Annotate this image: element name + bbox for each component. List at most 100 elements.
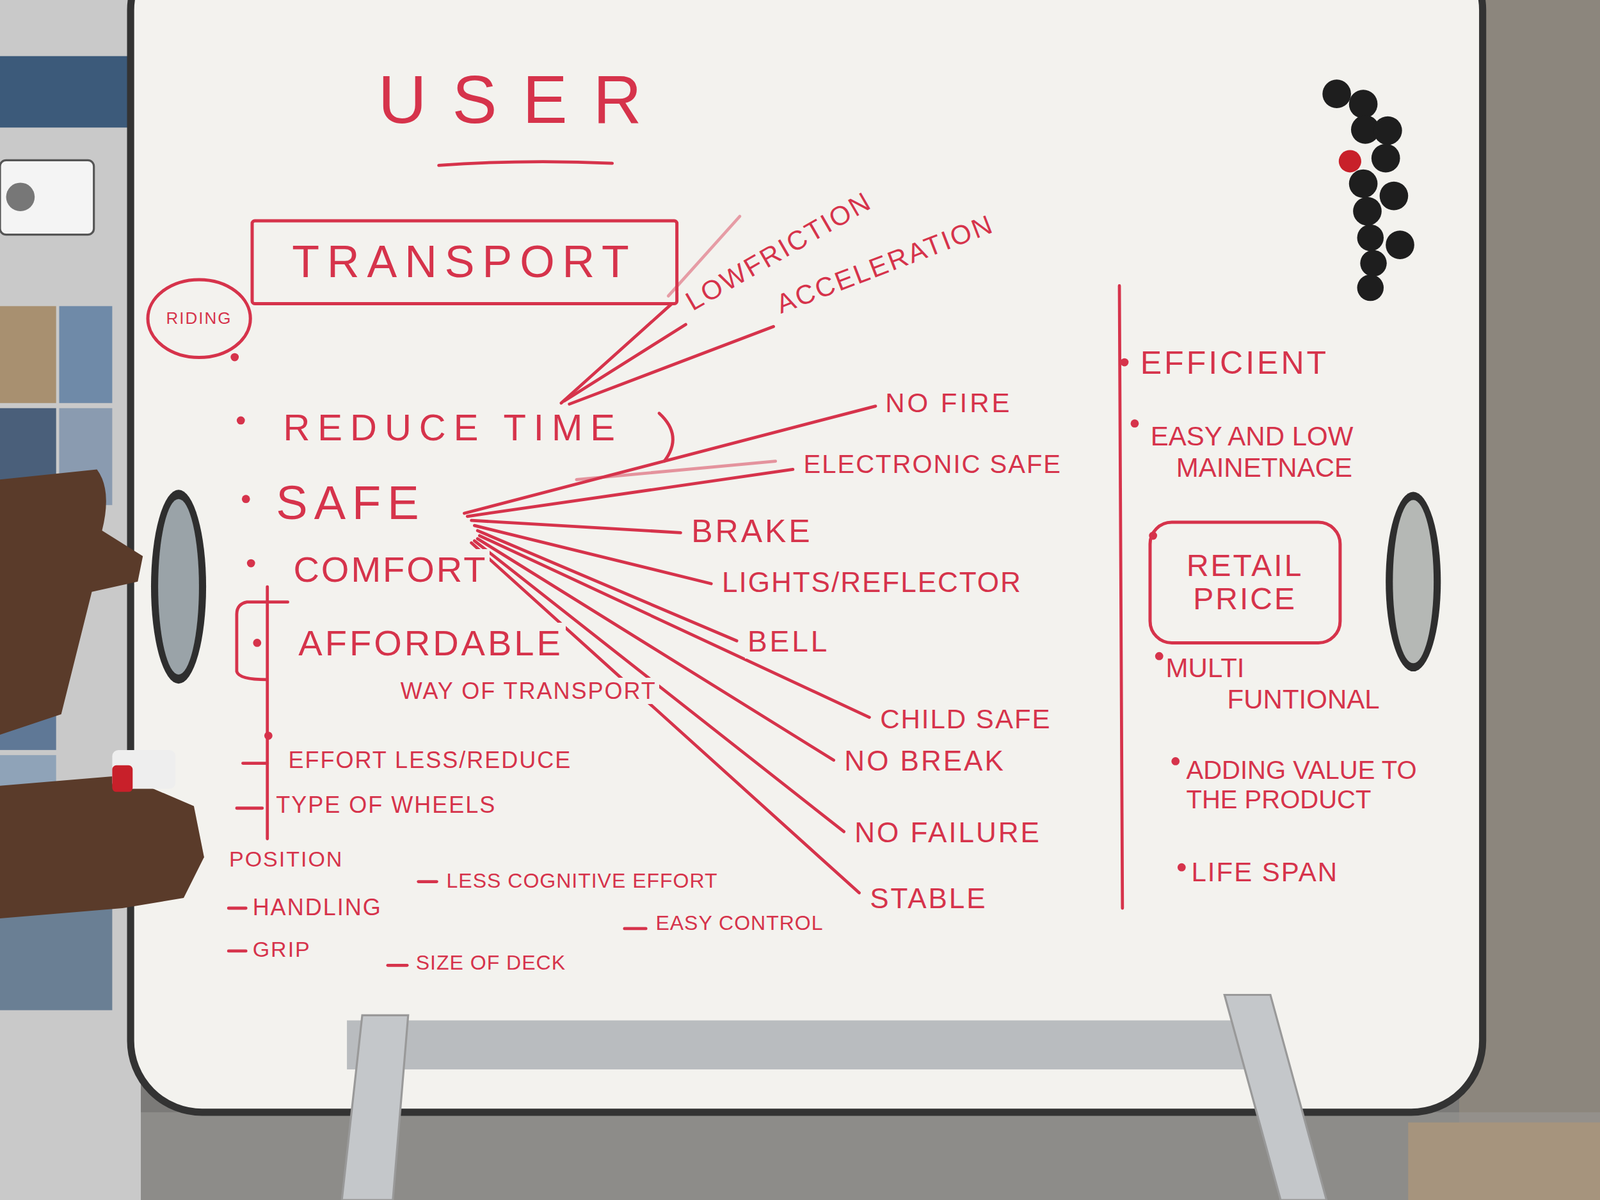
dash xyxy=(242,761,267,765)
handwritten-label: WAY OF TRANSPORT xyxy=(398,677,660,704)
handwritten-label: EASY CONTROL xyxy=(652,911,826,936)
boxed-node: TRANSPORT xyxy=(250,218,680,306)
bullet xyxy=(1171,757,1180,766)
handwritten-label: LIFE SPAN xyxy=(1188,856,1341,888)
poster-photo xyxy=(0,56,138,128)
magnet xyxy=(1357,274,1384,301)
marker-strokes xyxy=(228,161,1123,966)
dash xyxy=(236,806,263,810)
leader-line xyxy=(561,304,672,404)
magnet xyxy=(1371,144,1401,173)
bullet xyxy=(236,416,246,425)
magnet xyxy=(1352,197,1382,226)
bullet xyxy=(1177,863,1186,872)
leader-line xyxy=(471,520,681,533)
handle-hole xyxy=(1392,499,1434,664)
handwritten-label: ADDING VALUE TO THE PRODUCT xyxy=(1183,755,1421,815)
handwritten-label: NO FAILURE xyxy=(851,816,1044,850)
reduce-time-bracket xyxy=(659,413,673,462)
left-bracket-line xyxy=(265,586,269,840)
handwritten-label: HANDLING xyxy=(250,894,385,921)
stand-leg xyxy=(1224,995,1327,1200)
sign-plate xyxy=(0,160,95,235)
magnet xyxy=(1385,230,1415,260)
leader-line xyxy=(467,469,793,516)
handwritten-label: SAFE xyxy=(273,475,428,530)
magnet xyxy=(1349,169,1378,199)
handwritten-label: LESS COGNITIVE EFFORT xyxy=(444,869,721,893)
red-magnet xyxy=(1338,149,1362,173)
bullet xyxy=(1130,419,1140,428)
dash xyxy=(624,927,646,931)
bullets xyxy=(230,353,1186,872)
bullet xyxy=(247,559,256,568)
dash xyxy=(228,906,246,911)
handwritten-label: TYPE OF WHEELS xyxy=(273,791,499,818)
bullet xyxy=(241,494,251,504)
poster-tile xyxy=(58,305,112,403)
dash xyxy=(228,949,246,953)
bullet xyxy=(230,353,239,362)
leader-line xyxy=(564,324,687,402)
circled-node: RIDING xyxy=(145,277,253,360)
bullet xyxy=(1120,358,1129,367)
handwritten-label: EFFICIENT xyxy=(1137,344,1332,383)
handle-hole xyxy=(158,499,200,675)
handwritten-label: COMFORT xyxy=(290,549,490,591)
magnet xyxy=(1379,181,1409,211)
hand xyxy=(0,775,205,919)
handle-rim xyxy=(1385,491,1441,672)
handwritten-label: LIGHTS/REFLECTOR xyxy=(719,566,1025,600)
hand xyxy=(0,469,143,735)
leader-line xyxy=(474,525,712,584)
handwritten-label: ELECTRONIC SAFE xyxy=(801,449,1065,479)
handwritten-label: BELL xyxy=(744,624,833,659)
magnet xyxy=(1349,89,1378,119)
stand-leg xyxy=(341,1015,409,1200)
handwritten-label: SIZE OF DECK xyxy=(413,951,569,975)
handwritten-label: AFFORDABLE xyxy=(295,622,566,664)
box-outline-shape xyxy=(1150,522,1341,644)
bullet xyxy=(1155,652,1164,661)
title-underline xyxy=(439,161,613,166)
handwritten-label: MULTI FUNTIONAL xyxy=(1163,652,1391,715)
floor xyxy=(0,1112,1600,1200)
magnet xyxy=(1360,250,1387,277)
magnet xyxy=(1357,224,1384,251)
stand-bar xyxy=(346,1020,1256,1070)
handwritten-label: EFFORT LESS/REDUCE xyxy=(285,746,575,774)
board-title: USER xyxy=(375,61,671,139)
leader-line xyxy=(569,326,774,404)
magnet xyxy=(1373,116,1403,146)
node-text: RETAIL PRICE xyxy=(1171,549,1319,617)
handwritten-label: POSITION xyxy=(226,846,346,872)
bullet xyxy=(264,731,273,740)
handwritten-label: NO FIRE xyxy=(882,387,1015,419)
poster-tile xyxy=(0,305,57,403)
handwritten-label: STABLE xyxy=(867,882,990,916)
boxed-node: RETAIL PRICE xyxy=(1148,520,1343,646)
magnet xyxy=(1322,79,1352,109)
marker-cap xyxy=(112,765,133,792)
dash xyxy=(418,880,438,884)
ellipse-outline-shape xyxy=(147,279,251,358)
handwritten-label: GRIP xyxy=(250,936,314,962)
handle-rim xyxy=(151,489,207,684)
handwritten-label: EASY AND LOW MAINETNACE xyxy=(1148,421,1371,484)
leader-line xyxy=(576,461,776,480)
box-outline-shape xyxy=(252,220,678,304)
magnets xyxy=(1322,79,1414,301)
right-column-line xyxy=(1119,285,1123,909)
handwritten-label: NO BREAK xyxy=(841,744,1008,778)
dash xyxy=(387,963,408,968)
node-text: TRANSPORT xyxy=(291,237,637,287)
node-text: RIDING xyxy=(165,309,232,328)
bullet xyxy=(252,638,262,648)
handwritten-label: CHILD SAFE xyxy=(877,704,1054,735)
sign-logo xyxy=(6,182,36,212)
whiteboard xyxy=(130,0,1483,1113)
affordable-bracket xyxy=(236,602,288,680)
